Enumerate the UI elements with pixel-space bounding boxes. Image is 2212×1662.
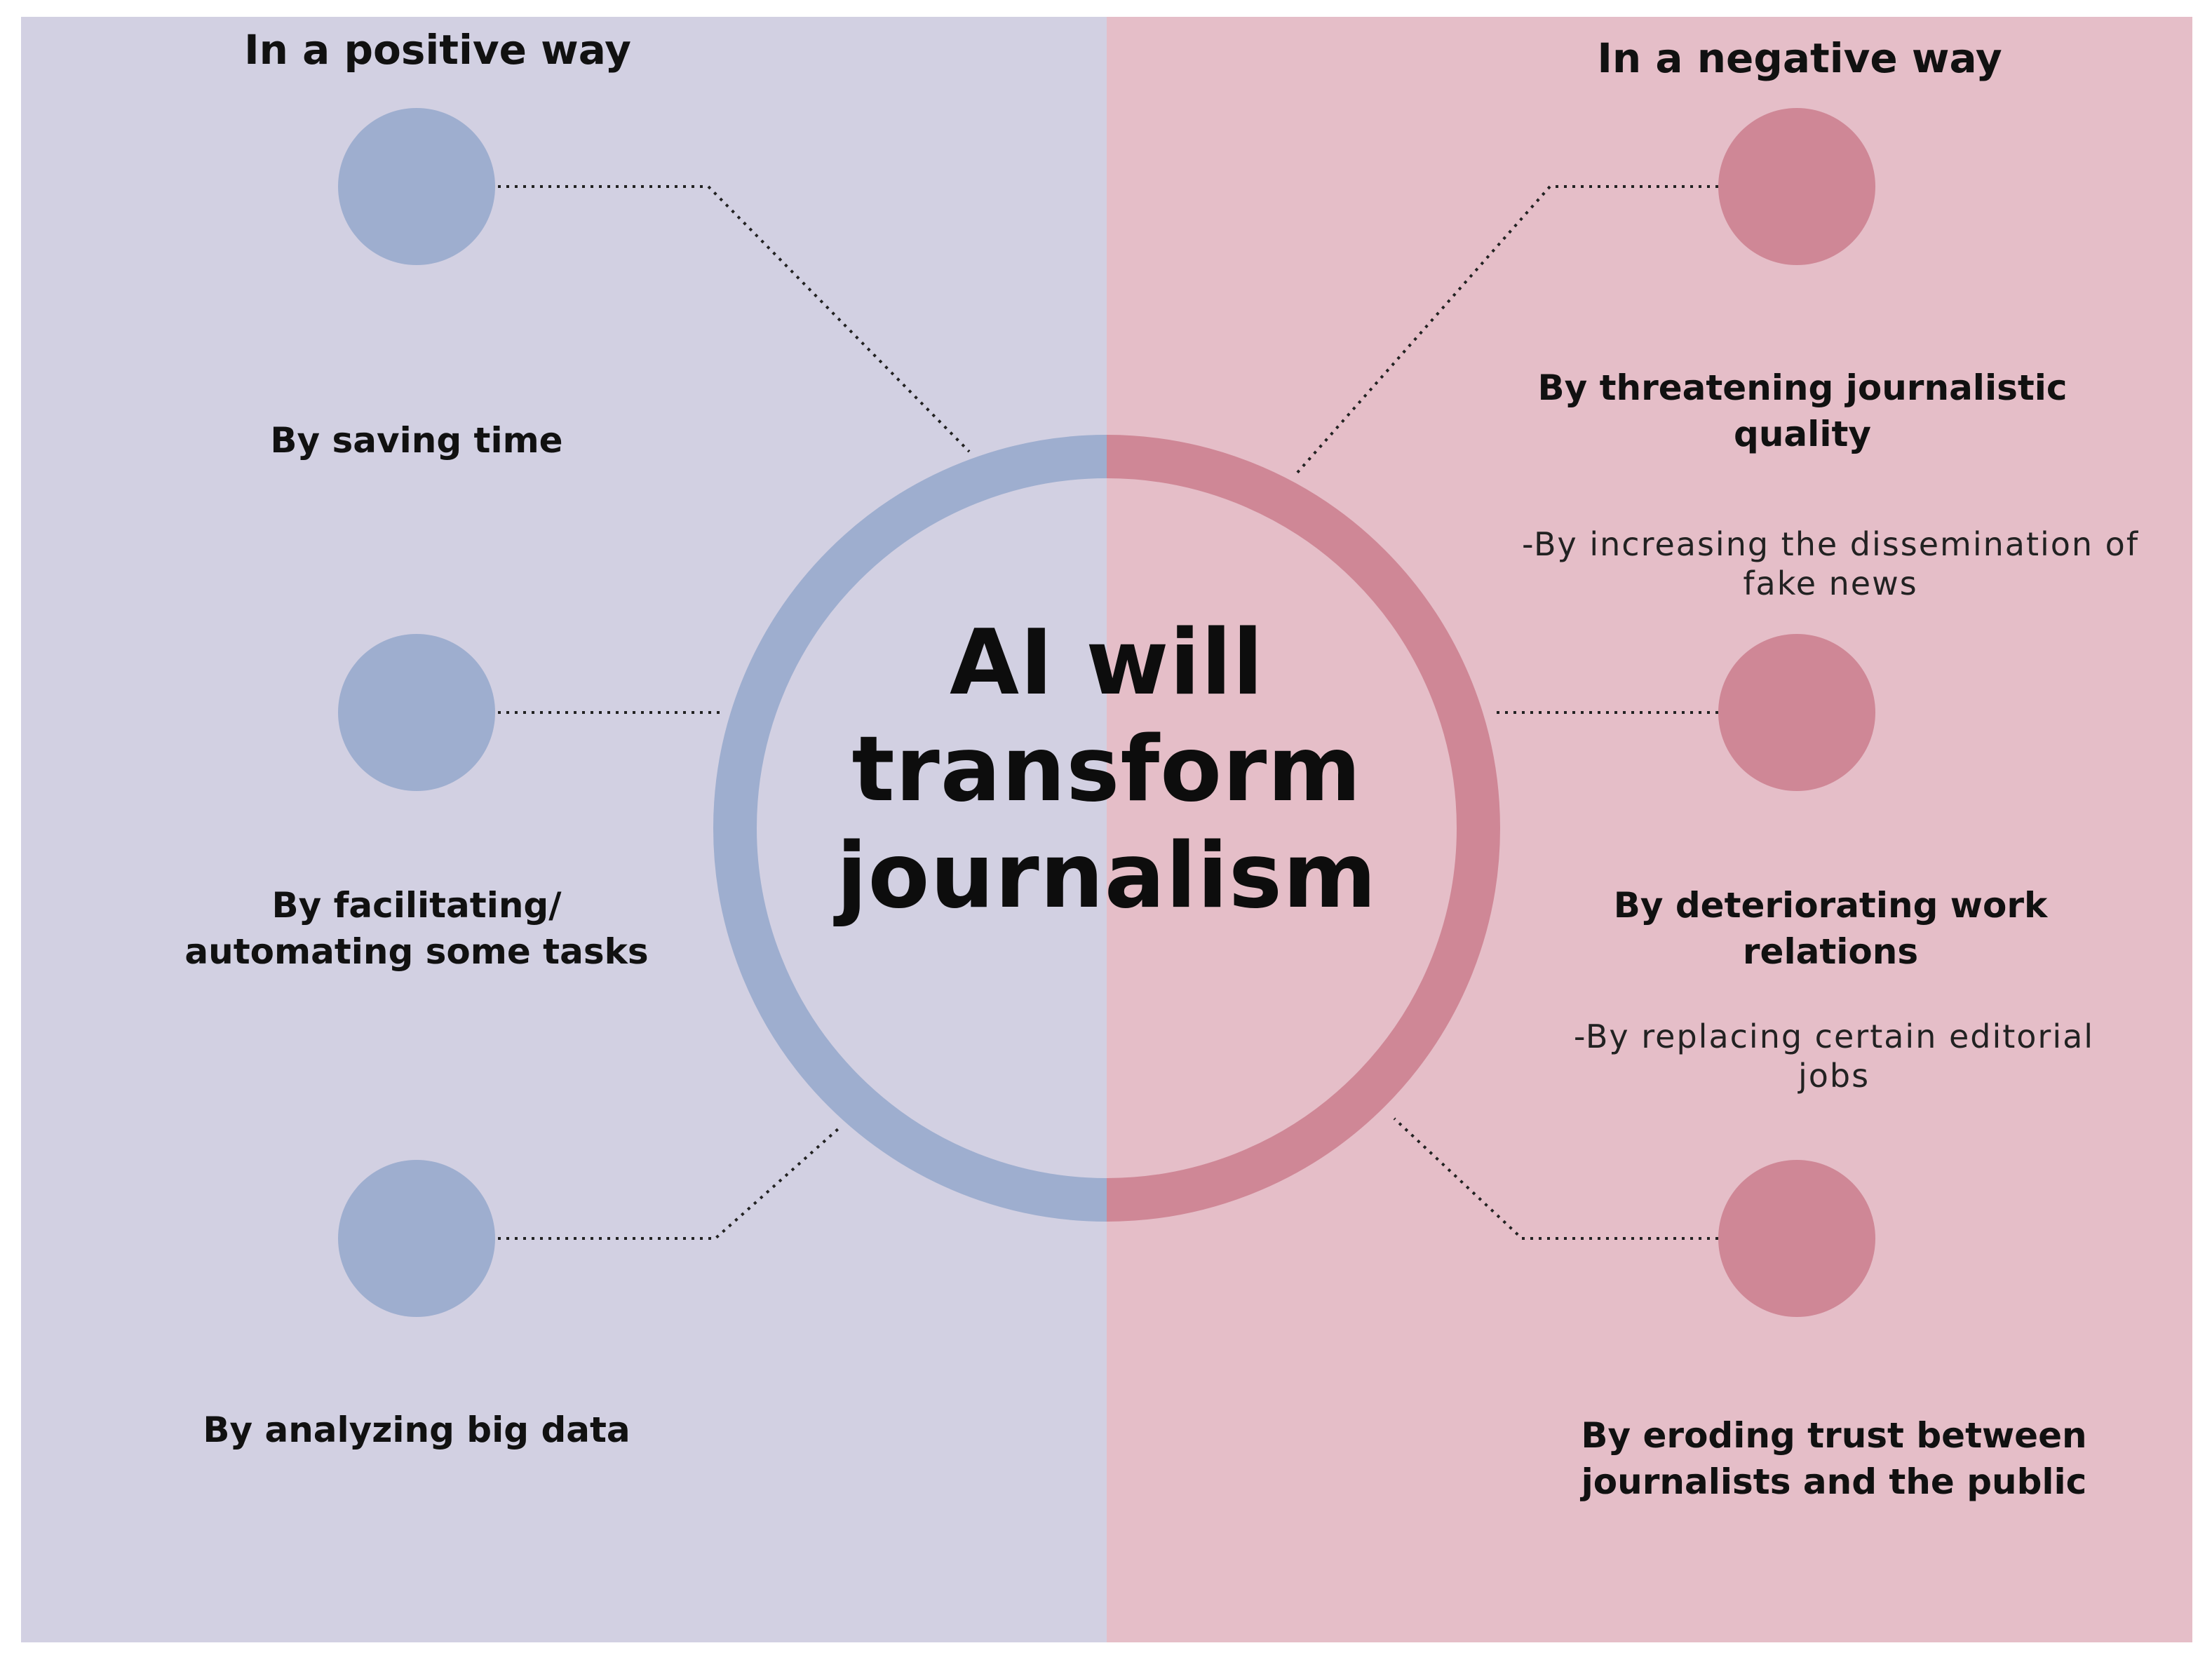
positive-item-3-label: By analyzing big data [203,1410,630,1450]
positive-item-2-label: By facilitating/ automating some tasks [184,885,649,972]
node-positive-1 [338,108,495,265]
center-title: AI will transform journalism [836,611,1377,928]
negative-item-1-detail: -By increasing the dissemination of fake… [1521,525,2140,602]
node-positive-2 [338,634,495,791]
negative-item-3-label: By eroding trust between journalists and… [1581,1415,2087,1502]
negative-panel [1107,17,2192,1642]
negative-item-2-detail: -By replacing certain editorial jobs [1573,1018,2095,1095]
negative-item-1-label: By threatening journalistic quality [1537,367,2068,454]
positive-panel [21,17,1107,1642]
node-negative-3 [1718,1160,1875,1317]
node-positive-3 [338,1160,495,1317]
node-negative-2 [1718,634,1875,791]
connector-positive-1 [498,185,971,453]
node-negative-1 [1718,108,1875,265]
negative-item-2-label: By deteriorating work relations [1613,885,2048,972]
connector-negative-1 [1295,185,1718,475]
central-ring-positive-half [713,435,1107,1222]
positive-item-1-label: By saving time [270,420,563,461]
connector-negative-3 [1393,1117,1718,1240]
connector-positive-3 [498,1128,839,1240]
positive-heading: In a positive way [244,26,631,74]
negative-heading: In a negative way [1597,34,2002,82]
central-ring-negative-half [1106,435,1500,1222]
